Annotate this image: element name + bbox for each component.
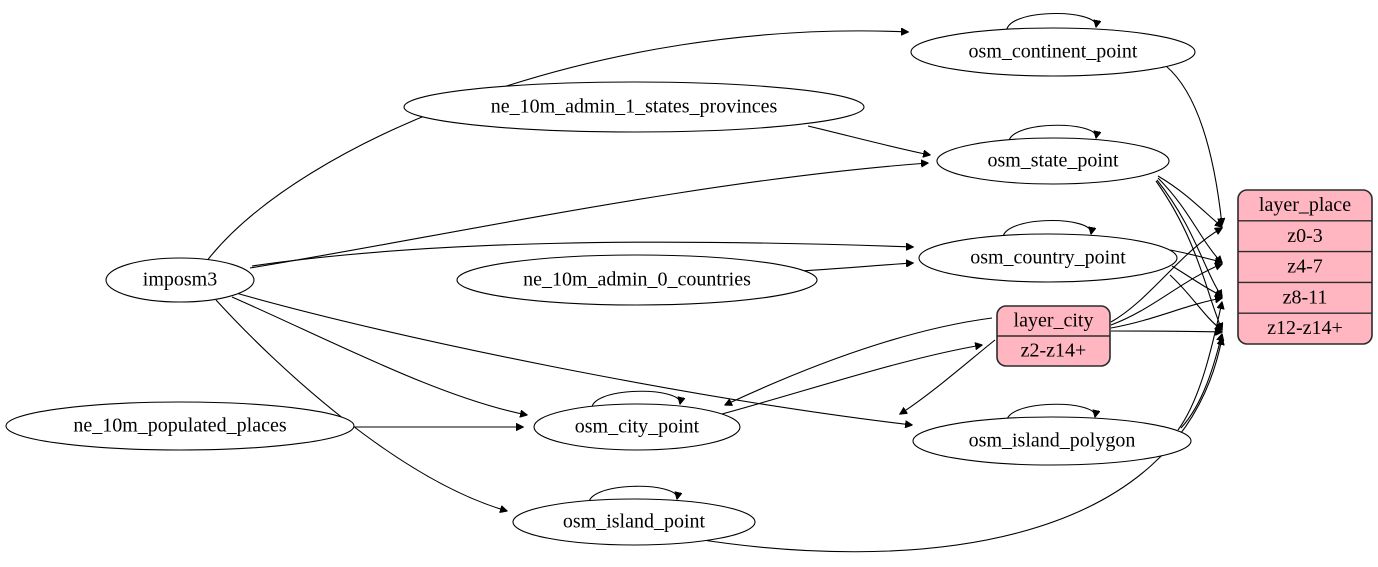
record-node-layer_city[interactable]: layer_city z2-z14+ (996, 305, 1111, 367)
node-label: osm_city_point (575, 416, 700, 438)
node-shape (105, 257, 255, 303)
node-label: osm_continent_point (969, 41, 1138, 63)
node-imposm3[interactable]: imposm3 (105, 257, 255, 303)
node-label: osm_island_polygon (969, 430, 1136, 452)
graph-edge (689, 338, 1222, 553)
graph-edge (205, 31, 908, 263)
graph-edge (1110, 264, 1222, 326)
node-osm_city_point[interactable]: osm_city_point (533, 403, 741, 451)
graph-edge (235, 292, 912, 425)
graph-edge (1006, 12, 1096, 35)
graph-edge (799, 263, 913, 272)
graph-edge (1002, 219, 1091, 242)
graph-edge (1165, 65, 1222, 225)
node-osm_island_polygon[interactable]: osm_island_polygon (912, 416, 1192, 466)
graph-edge (591, 390, 680, 412)
record-row-label[interactable]: z0-3 (1287, 225, 1323, 247)
record-row-label[interactable]: z8-11 (1283, 286, 1328, 308)
node-shape (533, 403, 741, 451)
node-label: osm_island_point (563, 511, 706, 533)
record-header-label: layer_place (1259, 194, 1351, 216)
node-osm_country_point[interactable]: osm_country_point (918, 233, 1178, 283)
graph-edge (1110, 331, 1222, 332)
node-ne_10m_admin_0_countries[interactable]: ne_10m_admin_0_countries (456, 254, 818, 306)
node-label: ne_10m_admin_0_countries (523, 269, 751, 291)
graph-edge (588, 485, 677, 507)
node-shape (936, 137, 1170, 185)
node-osm_continent_point[interactable]: osm_continent_point (910, 27, 1196, 77)
record-background (1237, 189, 1373, 345)
graph-edge (807, 125, 930, 155)
record-row-label[interactable]: z4-7 (1287, 256, 1323, 278)
node-shape (912, 416, 1192, 466)
graph-edge (1177, 302, 1222, 431)
node-label: osm_country_point (970, 247, 1126, 269)
graph-edge (231, 296, 527, 415)
graph-edge (1169, 249, 1222, 262)
graph-edge (1008, 124, 1096, 146)
record-row-label[interactable]: z12-z14+ (1267, 317, 1343, 339)
node-shape (456, 254, 818, 306)
graph-edge (1157, 175, 1222, 227)
node-label: osm_state_point (987, 150, 1119, 172)
node-shape (5, 401, 355, 451)
graph-edge (1157, 177, 1222, 263)
graph-edge (1155, 180, 1222, 330)
node-shape (403, 81, 865, 133)
node-label: imposm3 (143, 269, 217, 291)
node-osm_state_point[interactable]: osm_state_point (936, 137, 1170, 185)
graph-edge (249, 163, 928, 269)
record-layer: layer_city z2-z14+ layer_place z0-3 z4-7 z8-1… (996, 189, 1373, 367)
graph-edge (1169, 274, 1222, 330)
record-header-label: layer_city (1014, 310, 1094, 332)
node-osm_island_point[interactable]: osm_island_point (512, 498, 756, 546)
node-ne_10m_admin_1_states_provinces[interactable]: ne_10m_admin_1_states_provinces (403, 81, 865, 133)
graph-edge (1006, 403, 1095, 425)
record-node-layer_place[interactable]: layer_place z0-3 z4-7 z8-11 z12-z14+ (1237, 189, 1373, 345)
node-shape (512, 498, 756, 546)
graph-edge (721, 345, 982, 415)
node-layer: imposm3 ne_10m_populated_places ne_10m_adm… (5, 27, 1196, 546)
graph-edge (1110, 298, 1222, 329)
graph-edge (251, 241, 913, 267)
node-label: ne_10m_admin_1_states_provinces (491, 96, 778, 118)
node-label: ne_10m_populated_places (73, 415, 286, 437)
graph-edge (1171, 265, 1222, 296)
node-ne_10m_populated_places[interactable]: ne_10m_populated_places (5, 401, 355, 451)
graph-edge (725, 317, 993, 405)
record-row-label[interactable]: z2-z14+ (1021, 340, 1087, 362)
graph-edge (1110, 228, 1222, 323)
node-shape (918, 233, 1178, 283)
graph-edge (900, 339, 996, 414)
node-shape (910, 27, 1196, 77)
